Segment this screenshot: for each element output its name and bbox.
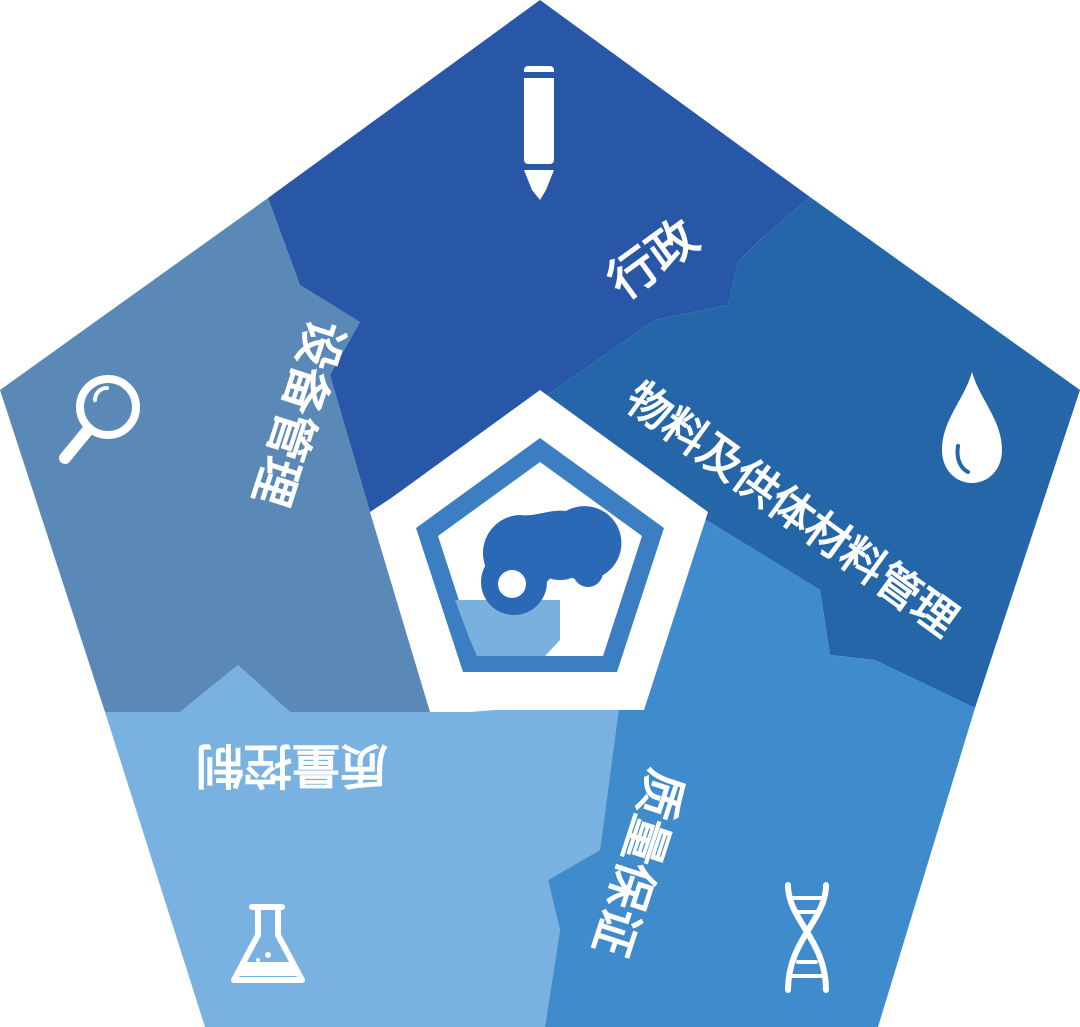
magnifier-icon — [59, 375, 140, 464]
segment-administration[interactable] — [268, 0, 810, 512]
icons — [59, 66, 1002, 993]
flask-icon — [231, 904, 305, 983]
segment-quality-control[interactable] — [105, 665, 620, 1027]
dna-icon — [785, 882, 829, 993]
water-drop-icon — [942, 372, 1002, 483]
segment-equipment[interactable] — [0, 198, 430, 712]
pencil-icon — [524, 66, 554, 200]
label-quality-control: 质量控制 — [196, 737, 388, 793]
segment-materials[interactable] — [540, 197, 1080, 708]
linked-circles-logo-icon — [481, 506, 622, 615]
inner-core-light-wedge — [455, 600, 560, 656]
center-emblem — [372, 390, 708, 710]
